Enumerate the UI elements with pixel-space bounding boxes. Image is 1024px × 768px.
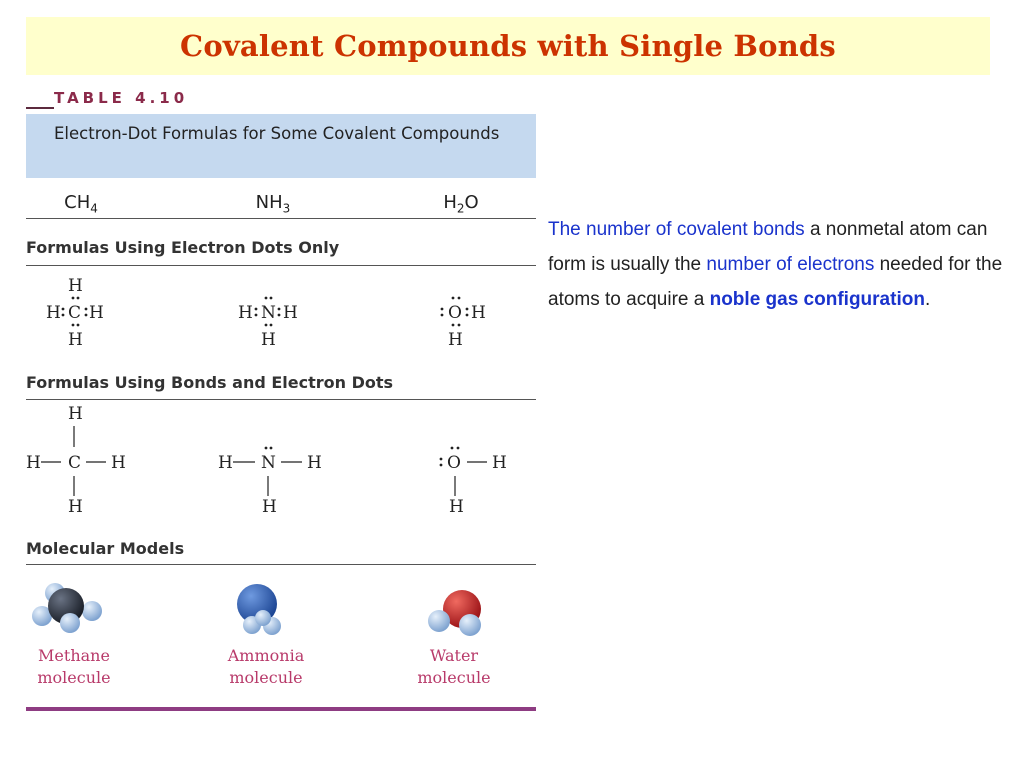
ammonia-model-icon: [237, 584, 281, 635]
formula-h2o: H2O: [443, 192, 479, 216]
svg-text:H: H: [68, 276, 83, 296]
table-4-10: TABLE 4.10 Electron-Dot Formulas for Som…: [26, 88, 536, 712]
svg-text:C: C: [68, 453, 81, 473]
svg-text:H: H: [448, 330, 463, 350]
svg-text:H: H: [68, 404, 83, 424]
svg-text:H: H: [46, 303, 61, 323]
svg-text:N: N: [261, 303, 276, 323]
svg-text:H: H: [307, 453, 322, 473]
ammonia-dot-formula: H N H H: [238, 296, 298, 350]
table-label-rule: [26, 107, 54, 109]
svg-text:H: H: [68, 497, 83, 517]
section-electron-dots-only: Formulas Using Electron Dots Only: [26, 238, 340, 257]
section-bonds-and-dots: Formulas Using Bonds and Electron Dots: [26, 373, 394, 392]
svg-text:H: H: [218, 453, 233, 473]
water-dot-formula: O H H: [440, 296, 486, 350]
text-number-of-electrons: number of electrons: [706, 254, 875, 275]
rule: [26, 564, 536, 565]
table-header: Electron-Dot Formulas for Some Covalent …: [26, 114, 536, 178]
water-model-icon: [428, 590, 481, 636]
water-bond-formula: O H H: [439, 446, 507, 517]
svg-text:O: O: [447, 453, 461, 473]
text-segment: a nonmetal atom can form is usually the: [548, 219, 988, 275]
table-header-text: Electron-Dot Formulas for Some Covalent …: [54, 124, 500, 143]
svg-text:H: H: [449, 497, 464, 517]
bond-formulas: H H C H H H N H H O H H: [26, 404, 507, 517]
methane-model-icon: [32, 583, 102, 633]
svg-text:H: H: [111, 453, 126, 473]
text-noble-gas-configuration: noble gas configuration: [709, 289, 925, 310]
text-segment: needed for the atoms to acquire a: [548, 254, 1003, 310]
text-covalent-bonds: The number of covalent bonds: [548, 219, 805, 240]
svg-text:H: H: [261, 330, 276, 350]
formula-ch4: CH4: [64, 192, 98, 216]
text-period: .: [924, 289, 931, 310]
svg-text:N: N: [261, 453, 276, 473]
svg-text:H: H: [471, 303, 486, 323]
ammonia-bond-formula: H N H H: [218, 446, 322, 517]
svg-text:H: H: [283, 303, 298, 323]
svg-text:O: O: [448, 303, 462, 323]
electron-dot-formulas: H H C H H H N H H O H H: [46, 276, 486, 350]
title-bar: Covalent Compounds with Single Bonds: [26, 17, 990, 75]
table-bottom-bar: [26, 707, 536, 711]
svg-text:C: C: [68, 303, 81, 323]
section-molecular-models: Molecular Models: [26, 539, 185, 558]
rule: [26, 399, 536, 400]
svg-text:H: H: [262, 497, 277, 517]
molecular-models: [32, 583, 481, 636]
svg-text:H: H: [89, 303, 104, 323]
formula-nh3: NH3: [255, 192, 291, 216]
methane-dot-formula: H H C H H: [46, 276, 104, 350]
rule: [26, 265, 536, 266]
svg-text:H: H: [26, 453, 41, 473]
svg-text:H: H: [68, 330, 83, 350]
svg-text:H: H: [492, 453, 507, 473]
table-label: TABLE 4.10: [54, 89, 189, 107]
rule: [26, 218, 536, 219]
methane-bond-formula: H H C H H: [26, 404, 126, 517]
svg-text:H: H: [238, 303, 253, 323]
page-title: Covalent Compounds with Single Bonds: [180, 29, 836, 63]
explanation-text: The number of covalent bonds a nonmetal …: [548, 212, 1008, 317]
